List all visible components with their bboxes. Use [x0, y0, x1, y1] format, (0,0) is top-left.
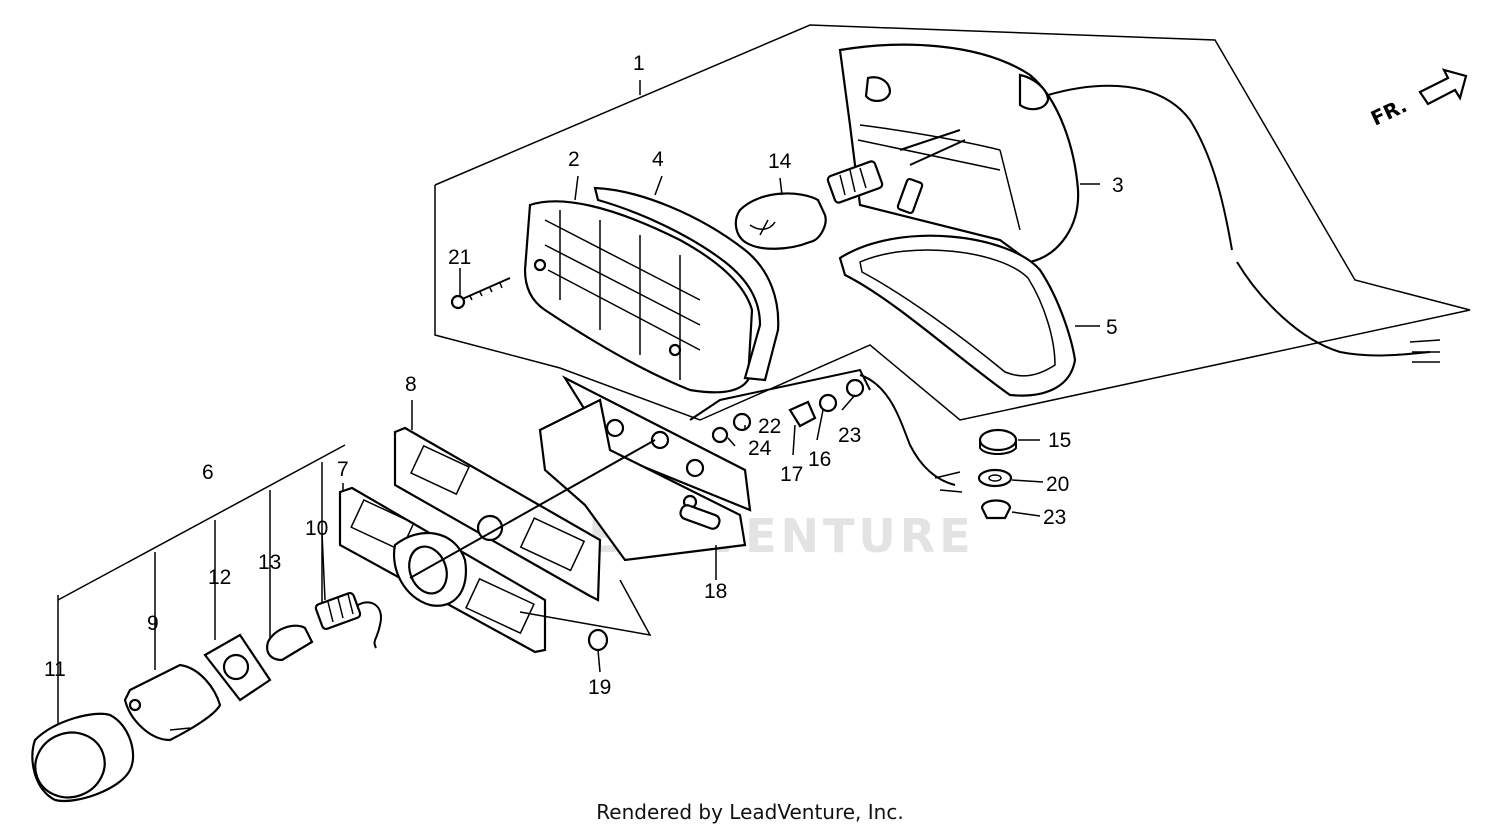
label-23-b: 23 [1043, 506, 1066, 529]
group-1-outline [434, 24, 1471, 421]
label-11: 11 [44, 658, 66, 681]
label-16: 16 [808, 448, 831, 471]
label-21: 21 [448, 246, 471, 269]
label-23-a: 23 [838, 424, 861, 447]
label-5: 5 [1106, 316, 1118, 339]
front-arrow-icon [1418, 68, 1468, 106]
license-lens [338, 486, 547, 654]
lens-gasket [593, 186, 780, 382]
label-24: 24 [748, 437, 772, 460]
fr-label: FR. [1367, 93, 1411, 130]
lamp-lens [523, 200, 754, 394]
label-9: 9 [147, 612, 159, 635]
license-cap [31, 712, 135, 803]
label-14: 14 [768, 150, 792, 173]
license-socket [314, 591, 382, 649]
label-8: 8 [405, 373, 417, 396]
label-1: 1 [633, 52, 645, 75]
wire [409, 439, 656, 579]
label-17: 17 [780, 463, 803, 486]
bulb-assembly [734, 160, 884, 250]
label-4: 4 [652, 148, 664, 171]
label-10: 10 [305, 517, 328, 540]
label-2: 2 [568, 148, 580, 171]
lens-screw [450, 277, 511, 310]
label-6: 6 [202, 461, 214, 484]
lens-gasket-small [203, 633, 272, 702]
group-6-leaders [57, 444, 346, 670]
label-15: 15 [1048, 429, 1071, 452]
leader-lines [321, 80, 1100, 673]
lamp-gasket [838, 234, 1077, 397]
label-22: 22 [758, 415, 781, 438]
label-13: 13 [258, 551, 281, 574]
license-bracket [538, 368, 871, 562]
footer-credit: Rendered by LeadVenture, Inc. [596, 800, 904, 824]
tail-lamp-housing [838, 43, 1441, 363]
label-19: 19 [588, 676, 611, 699]
front-direction-indicator: FR. [1367, 68, 1468, 131]
hardware-right [977, 428, 1018, 520]
label-20: 20 [1046, 473, 1069, 496]
license-lens-cover [123, 663, 222, 742]
label-18: 18 [704, 580, 727, 603]
label-7: 7 [337, 458, 349, 481]
label-12: 12 [208, 566, 231, 589]
license-bulb [266, 624, 314, 662]
label-3: 3 [1112, 174, 1124, 197]
hardware-small [711, 378, 865, 444]
license-light-housing [393, 426, 602, 602]
